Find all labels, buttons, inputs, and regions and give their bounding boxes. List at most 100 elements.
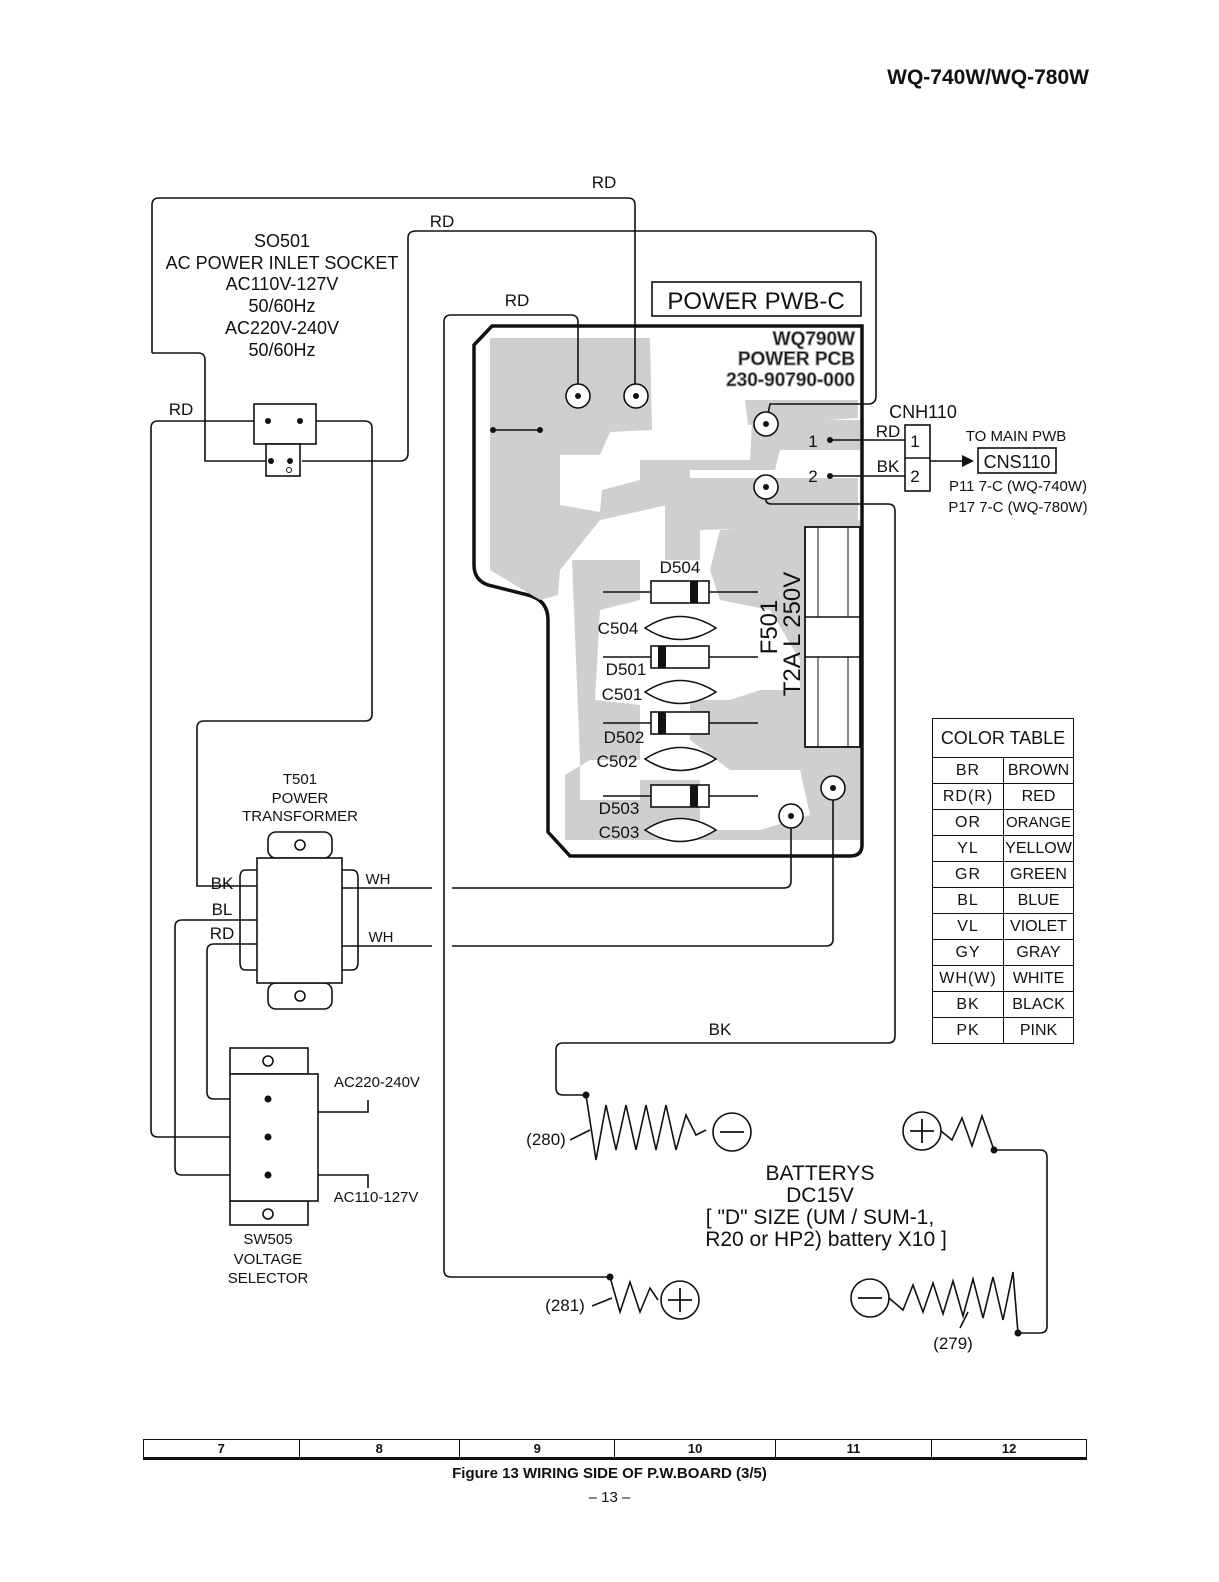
selector-name-1: VOLTAGE	[234, 1251, 303, 1268]
selector-name-2: SELECTOR	[228, 1270, 309, 1287]
color-code: BK	[932, 991, 1004, 1018]
grid-cell: 12	[931, 1439, 1087, 1460]
socket-spec-1: AC110V-127V	[226, 274, 339, 294]
page-number: – 13 –	[588, 1489, 631, 1506]
battery-terminals: (280) (281) (279)	[526, 1091, 1022, 1353]
grid-cell: 9	[458, 1439, 616, 1460]
voltage-selector-sw505: AC220-240V AC110-127V SW505 VOLTAGE SELE…	[228, 1047, 420, 1287]
capacitor-c503	[643, 817, 718, 843]
grid-cell: 11	[774, 1439, 933, 1460]
wire-label-rd-2: RD	[430, 212, 455, 231]
transformer-name-2: TRANSFORMER	[242, 808, 358, 825]
socket-spec-4: 50/60Hz	[248, 340, 315, 360]
capacitor-c501	[643, 679, 718, 705]
color-name: RED	[1003, 783, 1074, 810]
connector-dest-ref: CNS110	[984, 452, 1051, 472]
color-code: OR	[932, 809, 1004, 836]
silk-line-2: POWER PCB	[738, 349, 855, 370]
connector-cnh110: CNH110 1 2 1 2 TO MAIN PWB CNS110 P11 7-…	[808, 402, 1087, 516]
color-name: BROWN	[1003, 757, 1074, 784]
connector-location-2: P17 7-C (WQ-780W)	[948, 499, 1087, 516]
grid-reference-strip: 7 8 9 10 11 12	[143, 1439, 1087, 1460]
color-name: WHITE	[1003, 965, 1074, 992]
board-pin-2-label: 2	[808, 467, 817, 486]
wire-label-rd-t: RD	[210, 924, 235, 943]
color-table-title: COLOR TABLE	[932, 718, 1074, 758]
diode-d504	[650, 580, 710, 604]
color-code: WH(W)	[932, 965, 1004, 992]
fuse-spec: T2A L 250V	[779, 572, 806, 697]
board-title-box	[651, 281, 862, 317]
terminal-281-label: (281)	[545, 1296, 585, 1315]
color-code: GR	[932, 861, 1004, 888]
color-name: BLACK	[1003, 991, 1074, 1018]
selector-low-label: AC110-127V	[334, 1189, 419, 1206]
wire-label-wh-2: WH	[369, 929, 394, 946]
socket-symbol	[253, 403, 317, 445]
pcb-pads	[565, 383, 846, 829]
grid-cell: 8	[298, 1439, 460, 1460]
d503-label: D503	[599, 799, 640, 818]
power-transformer-t501: T501 POWER TRANSFORMER	[239, 771, 359, 1010]
c502-label: C502	[597, 752, 638, 771]
color-code: BL	[932, 887, 1004, 914]
socket-ref: SO501	[254, 231, 310, 251]
silk-line-1: WQ790W	[773, 329, 855, 350]
wire-label-bk-batt: BK	[709, 1020, 732, 1039]
color-name: GREEN	[1003, 861, 1074, 888]
color-code: RD(R)	[932, 783, 1004, 810]
connector-location-1: P11 7-C (WQ-740W)	[949, 478, 1087, 495]
grid-cell: 7	[143, 1439, 300, 1460]
diode-d503	[650, 784, 710, 808]
silk-line-3: 230-90790-000	[726, 370, 855, 391]
fuse-ref: F501	[756, 600, 783, 655]
transformer-name-1: POWER	[272, 790, 329, 807]
wire-label-rd-4: RD	[169, 400, 194, 419]
color-code: PK	[932, 1017, 1004, 1044]
board-pin-1-label: 1	[808, 432, 817, 451]
color-code: VL	[932, 913, 1004, 940]
grid-cell: 10	[614, 1439, 776, 1460]
ac-inlet-socket-block: SO501 AC POWER INLET SOCKET AC110V-127V …	[166, 231, 398, 477]
battery-line-4: R20 or HP2) battery X10 ]	[705, 1228, 947, 1251]
socket-spec-3: AC220V-240V	[225, 318, 339, 338]
battery-spec: BATTERYS DC15V [ "D" SIZE (UM / SUM-1, R…	[705, 1162, 947, 1251]
color-code: YL	[932, 835, 1004, 862]
color-name: VIOLET	[1003, 913, 1074, 940]
wire-label-bk-cn: BK	[877, 457, 900, 476]
c501-label: C501	[602, 685, 643, 704]
battery-line-3: [ "D" SIZE (UM / SUM-1,	[706, 1206, 934, 1229]
connector-ref: CNH110	[889, 402, 957, 422]
wire-label-rd-1: RD	[592, 173, 617, 192]
color-table-header: COLOR TABLE	[932, 718, 1074, 758]
wire-label-rd-cn: RD	[876, 422, 901, 441]
connector-pin-1-label: 1	[910, 432, 919, 451]
wire-label-rd-3: RD	[505, 291, 530, 310]
capacitor-c502	[643, 746, 718, 772]
wire-labels: RD RD RD RD BK BL RD WH WH BK RD BK	[169, 173, 901, 1039]
c504-label: C504	[598, 619, 639, 638]
fuse-f501: F501 T2A L 250V	[756, 526, 861, 748]
transformer-ref: T501	[283, 771, 317, 788]
board-title: POWER PWB-C	[667, 288, 844, 315]
selector-ref: SW505	[243, 1231, 292, 1248]
color-table-row: WH(W)WHITE	[932, 965, 1074, 992]
terminal-280-label: (280)	[526, 1130, 566, 1149]
color-name: GRAY	[1003, 939, 1074, 966]
power-pwb-board	[472, 324, 864, 858]
d501-label: D501	[606, 660, 647, 679]
color-code: BR	[932, 757, 1004, 784]
wire-label-bl-t: BL	[212, 900, 233, 919]
connector-pin-2-label: 2	[910, 467, 919, 486]
socket-spec-2: 50/60Hz	[248, 296, 315, 316]
board-silkscreen: WQ790W POWER PCB 230-90790-000	[726, 329, 856, 392]
